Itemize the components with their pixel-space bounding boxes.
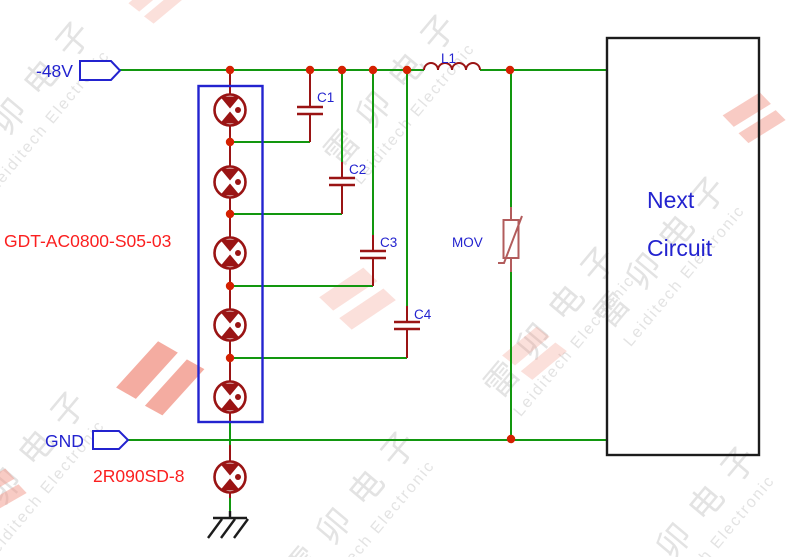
bottom-gdt-part-number-label: 2R090SD-8 (93, 466, 184, 486)
junction-dot (305, 65, 315, 75)
inductor-l1-symbol (423, 62, 481, 71)
junction-dot (225, 137, 235, 147)
ground-slash (207, 518, 223, 539)
junction-dot (225, 281, 235, 291)
inductor-label-l1: L1 (441, 51, 456, 66)
ground-slash (233, 518, 249, 539)
junction-dot (368, 65, 378, 75)
brand-logo-mark (128, 0, 183, 24)
next-circuit-label-line2: Circuit (647, 235, 713, 261)
capacitor-c4 (394, 320, 420, 331)
capacitor-c2 (329, 176, 355, 187)
junction-dot (225, 209, 235, 219)
mov-diagonal (498, 215, 523, 264)
gdt-symbol-3 (213, 236, 247, 270)
junction-dot (402, 65, 412, 75)
junction-dot (506, 434, 516, 444)
gdt-symbol-4 (213, 308, 247, 342)
gdt-array-outline (197, 84, 264, 424)
watermark-band: 雷卯电子 Leiditech Electronic (317, 0, 479, 188)
port-flag-gnd (92, 430, 130, 450)
watermark-band: 雷卯电子 Leiditech Electronic (617, 428, 779, 557)
cap-label-c3: C3 (380, 235, 397, 250)
junction-dots (225, 65, 516, 444)
capacitor-c1 (297, 105, 323, 116)
gdt-symbol-2r090 (213, 460, 247, 494)
component-leads (229, 70, 408, 498)
junction-dot (225, 353, 235, 363)
junction-dot (337, 65, 347, 75)
gdt-part-number-label: GDT-AC0800-S05-03 (4, 231, 171, 251)
capacitor-c3 (360, 249, 386, 260)
ground-slash (220, 518, 236, 539)
next-circuit-label-line1: Next (647, 187, 695, 213)
gdt-symbol-1 (213, 93, 247, 127)
mov-varistor (498, 207, 523, 272)
cap-label-c2: C2 (349, 162, 366, 177)
brand-logo-mark (110, 335, 210, 422)
port-label-gnd: GND (45, 431, 84, 451)
port-flag-neg48v (79, 60, 122, 81)
cap-label-c1: C1 (317, 90, 334, 105)
next-circuit-box (605, 36, 761, 457)
port-label-neg48v: -48V (36, 61, 73, 81)
junction-dot (225, 65, 235, 75)
junction-dot (505, 65, 515, 75)
gdt-symbol-2 (213, 165, 247, 199)
earth-ground-symbol (207, 511, 249, 539)
watermark-band: 雷卯电子 Leiditech Electronic (0, 373, 109, 557)
gdt-symbol-5 (213, 380, 247, 414)
brand-logo-mark (719, 87, 789, 148)
mov-label: MOV (452, 235, 483, 250)
watermark-band: 雷卯电子 Leiditech Electronic (277, 413, 439, 557)
cap-label-c4: C4 (414, 307, 432, 322)
brand-logo-mark (316, 263, 399, 334)
watermark-band: 雷卯电子 Leiditech Electronic (0, 3, 114, 195)
mov-body (502, 219, 520, 259)
